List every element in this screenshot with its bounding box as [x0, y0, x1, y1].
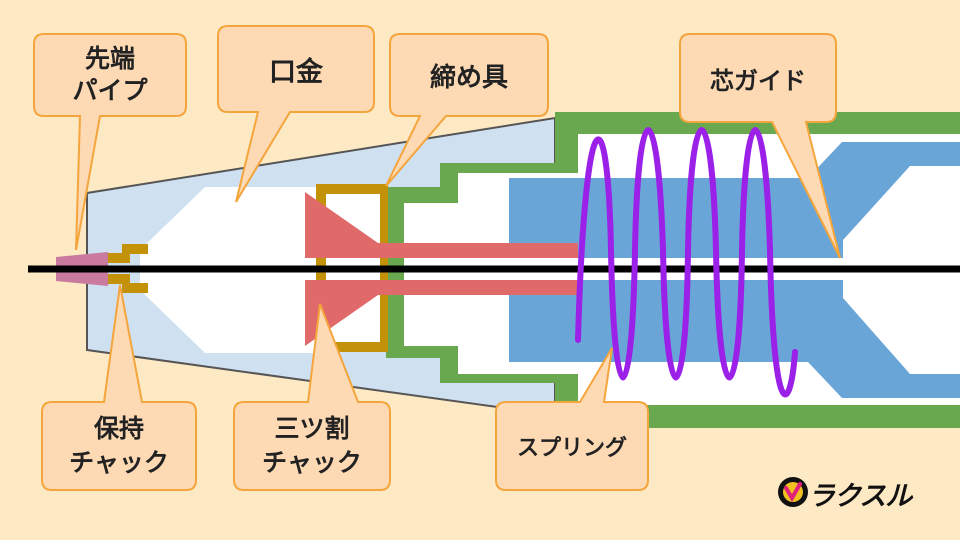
lead-guide-lower	[509, 280, 960, 398]
callout-spring	[495, 347, 649, 491]
logo-text: ラクスル	[808, 481, 912, 512]
lead-guide-upper	[509, 142, 960, 258]
holding-chuck-lower	[104, 274, 130, 284]
callout-three-jaw-chuck	[233, 303, 391, 491]
callout-tip-pipe	[33, 33, 187, 251]
logo-mark	[778, 477, 808, 507]
callout-fastener	[385, 33, 549, 187]
three-jaw-chuck-lower	[305, 280, 578, 346]
callout-lead-guide	[679, 33, 841, 259]
three-jaw-chuck-upper	[305, 192, 578, 258]
callout-holding-chuck	[41, 284, 197, 491]
spring-coil	[575, 127, 798, 398]
callout-mouthpiece	[217, 25, 375, 203]
holding-chuck-upper	[122, 244, 148, 254]
